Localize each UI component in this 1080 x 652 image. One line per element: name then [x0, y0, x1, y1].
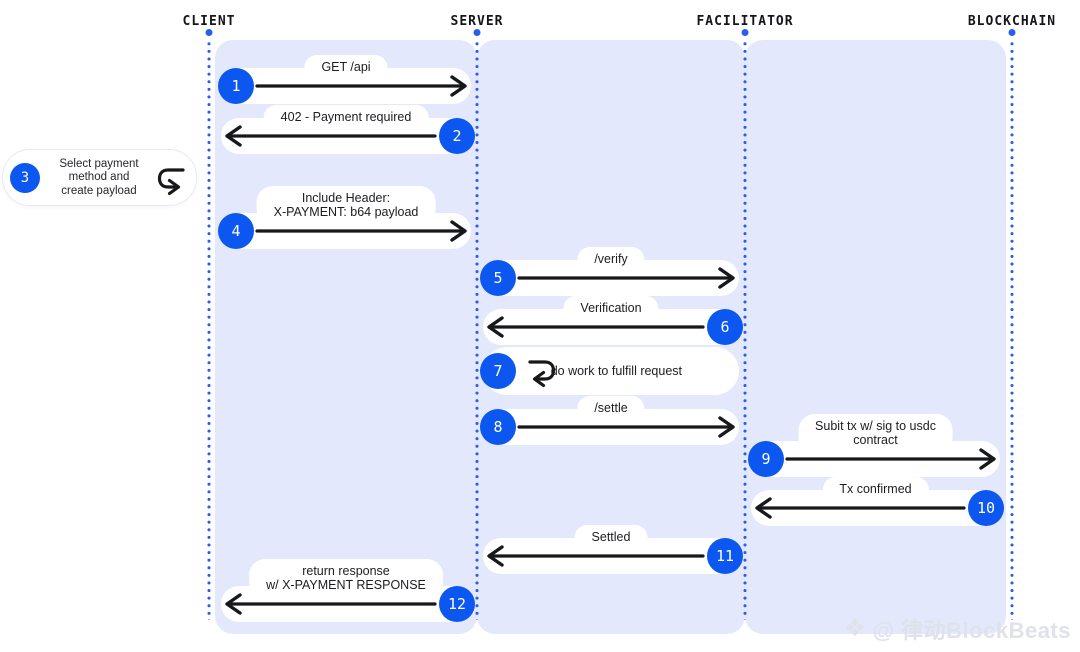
arrow-left-icon: [755, 497, 966, 519]
step-3-self-note: 3 Select payment method and create paylo…: [2, 149, 197, 206]
message-label: /verify: [577, 247, 645, 272]
step-number-badge: 7: [480, 353, 516, 389]
step-10-message: Tx confirmed 10: [745, 456, 1006, 526]
step-number-badge: 11: [707, 538, 743, 574]
actor-label-server: SERVER: [450, 14, 504, 29]
message-label-line: /settle: [594, 401, 628, 415]
step-7-label: do work to fulfill request: [550, 364, 683, 378]
lifeline-anchor-dot: [1008, 29, 1016, 36]
message-label: Verification: [563, 296, 659, 321]
step-3-label-line: Select payment: [59, 157, 139, 170]
step-number-badge: 3: [10, 163, 40, 193]
lifeline-facilitator: [743, 40, 747, 620]
step-number-badge: 12: [439, 586, 475, 622]
message-label-line: Include Header:: [301, 191, 391, 205]
step-number-badge: 4: [218, 213, 254, 249]
message-label: Tx confirmed: [822, 477, 929, 502]
step-number-badge: 8: [480, 409, 516, 445]
step-5-message: /verify 5: [477, 226, 745, 296]
message-label: /settle: [577, 396, 645, 421]
message-label-line: Verification: [580, 301, 642, 315]
step-3-label-line: method and: [68, 170, 130, 183]
step-7-self-loop: 7 do work to fulfill request: [477, 347, 745, 395]
step-3-label: Select payment method and create payload: [43, 157, 155, 198]
message-label-line: Settled: [591, 530, 631, 544]
arrow-left-icon: [487, 316, 705, 338]
step-1-message: GET /api 1: [215, 34, 477, 104]
actor-label-facilitator: FACILITATOR: [696, 14, 794, 29]
step-number-badge: 2: [439, 118, 475, 154]
arrow-right-icon: [517, 416, 735, 438]
arrow-right-icon: [255, 220, 467, 242]
step-number-badge: 10: [968, 490, 1004, 526]
lifeline-server: [475, 40, 479, 620]
arrow-left-icon: [487, 545, 705, 567]
message-label-line: return response: [302, 564, 390, 578]
lifeline-anchor-dot: [205, 29, 213, 36]
message-label-line: Tx confirmed: [839, 482, 912, 496]
arrow-right-icon: [785, 448, 996, 470]
message-label-line: 402 - Payment required: [280, 110, 412, 124]
self-loop-arrow-left-icon: [528, 360, 556, 388]
step-6-message: Verification 6: [477, 275, 745, 345]
step-2-message: 402 - Payment required 2: [215, 84, 477, 154]
arrow-left-icon: [225, 125, 437, 147]
arrow-left-icon: [225, 593, 437, 615]
step-number-badge: 5: [480, 260, 516, 296]
message-label: 402 - Payment required: [263, 105, 429, 130]
step-8-message: /settle 8: [477, 375, 745, 445]
message-label: GET /api: [304, 55, 388, 80]
self-loop-arrow-right-icon: [157, 168, 185, 196]
lifeline-anchor-dot: [473, 29, 481, 36]
message-label-line: /verify: [594, 252, 628, 266]
arrow-right-icon: [255, 75, 467, 97]
message-label-line: X-PAYMENT: b64 payload: [273, 205, 419, 219]
self-loop-bubble: [483, 347, 739, 395]
message-label-line: Subit tx w/ sig to usdc: [815, 419, 936, 433]
step-number-badge: 6: [707, 309, 743, 345]
message-label-line: w/ X-PAYMENT RESPONSE: [266, 578, 426, 592]
lifeline-blockchain: [1010, 40, 1014, 620]
message-label: Settled: [574, 525, 648, 550]
lifeline-anchor-dot: [741, 29, 749, 36]
lifeline-client: [207, 40, 211, 620]
step-number-badge: 1: [218, 68, 254, 104]
step-number-badge: 9: [748, 441, 784, 477]
lane-facilitator-blockchain: [745, 40, 1006, 634]
message-label-line: GET /api: [321, 60, 371, 74]
step-11-message: Settled 11: [477, 504, 745, 574]
actor-label-client: CLIENT: [182, 14, 236, 29]
actor-label-blockchain: BLOCKCHAIN: [967, 14, 1057, 29]
arrow-right-icon: [517, 267, 735, 289]
message-label-line: contract: [853, 433, 898, 447]
message-label: Include Header:X-PAYMENT: b64 payload: [256, 186, 436, 225]
step-3-label-line: create payload: [61, 184, 137, 197]
